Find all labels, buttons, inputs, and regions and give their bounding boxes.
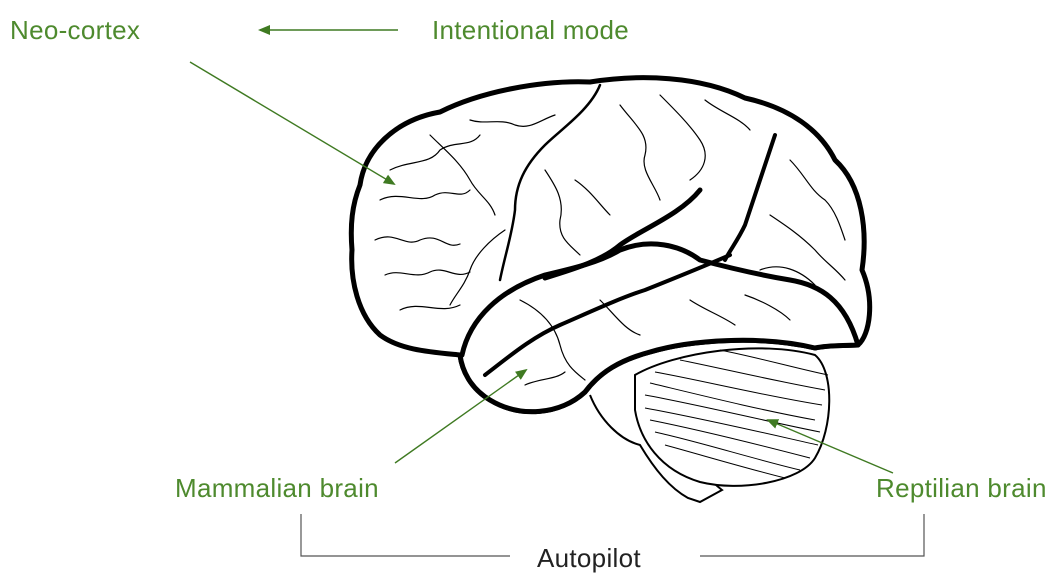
- neo-cortex-label: Neo-cortex: [10, 17, 140, 43]
- autopilot-label: Autopilot: [537, 545, 641, 571]
- mammalian-brain-label: Mammalian brain: [175, 475, 379, 501]
- mammalian-brain-arrow: [395, 370, 526, 463]
- reptilian-brain-label: Reptilian brain: [876, 475, 1047, 501]
- intentional-mode-label: Intentional mode: [432, 17, 629, 43]
- neo-cortex-arrow: [190, 62, 394, 184]
